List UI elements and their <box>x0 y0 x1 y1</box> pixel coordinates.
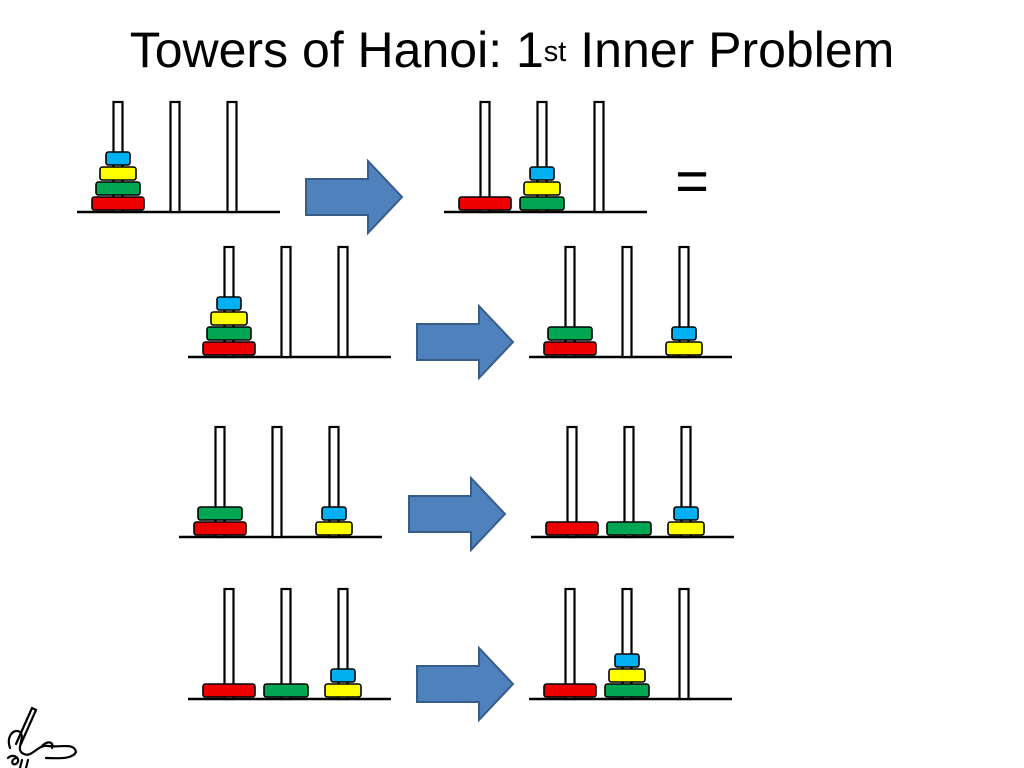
green-disk <box>263 683 309 698</box>
tower-before <box>188 587 391 701</box>
title-suffix: Inner Problem <box>566 22 895 78</box>
peg-3 <box>593 100 605 214</box>
blue-disk <box>321 506 347 521</box>
row-2 <box>188 245 732 359</box>
tower-after <box>529 587 732 701</box>
blue-disk <box>671 326 697 341</box>
green-disk <box>206 326 252 341</box>
red-disk <box>202 683 256 698</box>
tower-before <box>77 100 280 214</box>
peg-3 <box>680 425 692 539</box>
tower-before <box>188 245 391 359</box>
peg-2 <box>280 245 292 359</box>
row-1 <box>77 100 647 214</box>
green-disk <box>95 181 141 196</box>
yellow-disk <box>667 521 705 536</box>
peg-1 <box>564 245 576 359</box>
right-arrow <box>416 645 515 723</box>
equals-sign: = <box>675 149 709 214</box>
tower-after <box>529 245 732 359</box>
row-4 <box>188 587 732 701</box>
peg-1 <box>564 587 576 701</box>
red-disk <box>458 196 512 211</box>
red-disk <box>543 341 597 356</box>
tower-before <box>179 425 382 539</box>
peg-2 <box>623 425 635 539</box>
peg-3 <box>328 425 340 539</box>
yellow-disk <box>315 521 353 536</box>
slide-title: Towers of Hanoi: 1st Inner Problem <box>0 14 1024 86</box>
blue-disk <box>529 166 555 181</box>
red-disk <box>543 683 597 698</box>
title-prefix: Towers of Hanoi: 1 <box>129 22 544 78</box>
tower-after <box>444 100 647 214</box>
green-disk <box>604 683 650 698</box>
green-disk <box>547 326 593 341</box>
blue-disk <box>216 296 242 311</box>
peg-2 <box>169 100 181 214</box>
peg-2 <box>280 587 292 701</box>
blue-disk <box>673 506 699 521</box>
tower-after <box>531 425 734 539</box>
towers-layer <box>77 100 734 701</box>
blue-disk <box>330 668 356 683</box>
peg-2 <box>536 100 548 214</box>
green-disk <box>606 521 652 536</box>
peg-2 <box>621 245 633 359</box>
peg-3 <box>337 587 349 701</box>
peg-3 <box>337 245 349 359</box>
peg-1 <box>214 425 226 539</box>
hand-drawn-signature-logo <box>6 706 78 768</box>
yellow-disk <box>210 311 248 326</box>
right-arrow <box>416 303 515 381</box>
peg-3 <box>678 587 690 701</box>
arrows-layer <box>305 158 515 723</box>
peg-3 <box>226 100 238 214</box>
blue-disk <box>105 151 131 166</box>
peg-2 <box>621 587 633 701</box>
yellow-disk <box>324 683 362 698</box>
peg-2 <box>271 425 283 539</box>
peg-1 <box>566 425 578 539</box>
peg-1 <box>479 100 491 214</box>
peg-1 <box>223 587 235 701</box>
yellow-disk <box>608 668 646 683</box>
right-arrow <box>305 158 404 236</box>
peg-3 <box>678 245 690 359</box>
title-superscript: st <box>543 36 567 68</box>
yellow-disk <box>99 166 137 181</box>
green-disk <box>197 506 243 521</box>
green-disk <box>519 196 565 211</box>
red-disk <box>91 196 145 211</box>
yellow-disk <box>665 341 703 356</box>
red-disk <box>193 521 247 536</box>
row-3 <box>179 425 734 539</box>
blue-disk <box>614 653 640 668</box>
right-arrow <box>408 475 507 553</box>
red-disk <box>202 341 256 356</box>
red-disk <box>545 521 599 536</box>
yellow-disk <box>523 181 561 196</box>
